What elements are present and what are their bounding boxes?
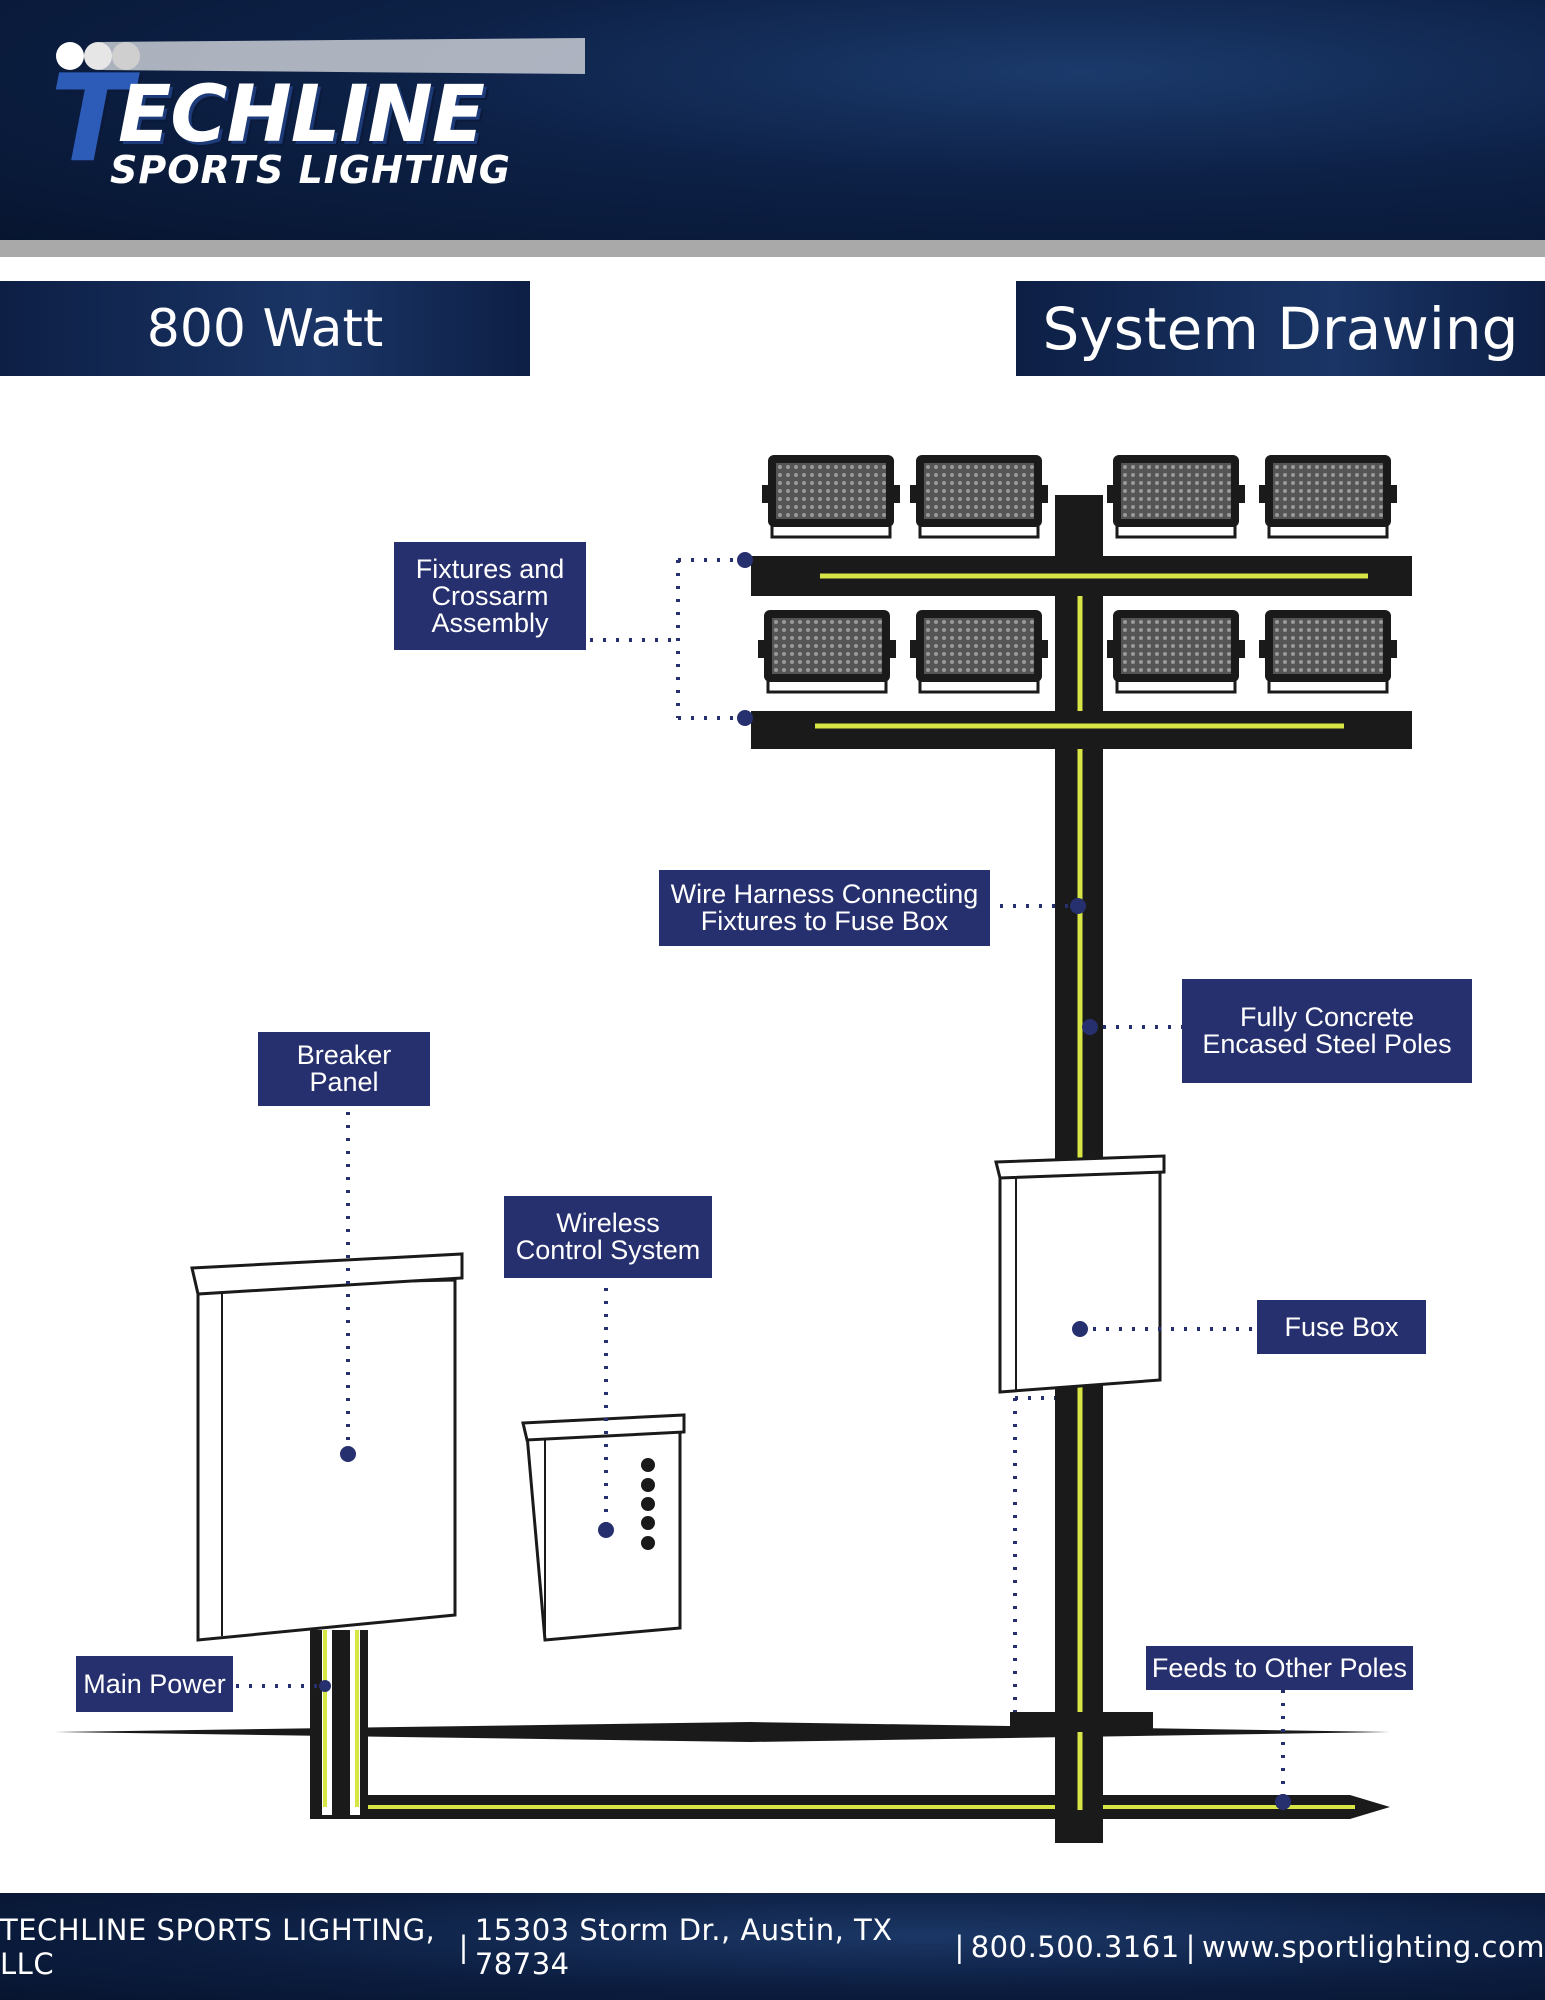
fixture-7	[1105, 608, 1247, 694]
ground-line	[55, 1722, 1390, 1742]
fixture-5	[756, 608, 898, 694]
system-diagram	[55, 453, 1412, 1843]
techline-logo[interactable]: T ECHLINE SPORTS LIGHTING	[40, 30, 600, 205]
footer-phone[interactable]: 800.500.3161	[970, 1929, 1180, 1964]
footer-separator: |	[458, 1929, 469, 1964]
label-fixtures-crossarm: Fixtures and Crossarm Assembly	[394, 542, 586, 650]
fixture-8	[1257, 608, 1399, 694]
fuse-box	[998, 1166, 1162, 1394]
fixture-4	[1257, 453, 1399, 539]
fixture-1	[760, 453, 902, 539]
footer-website-link[interactable]: www.sportlighting.com	[1201, 1929, 1545, 1964]
breaker-panel-box	[196, 1278, 457, 1642]
crossarm-lower	[751, 711, 1412, 749]
logo-wordmark: ECHLINE	[118, 70, 485, 160]
leader-dots	[319, 552, 1291, 1810]
label-concrete-poles: Fully Concrete Encased Steel Poles	[1182, 979, 1472, 1083]
wattage-banner: 800 Watt	[0, 281, 530, 376]
system-drawing-banner: System Drawing	[1016, 281, 1545, 376]
logo-subtitle: SPORTS LIGHTING	[110, 148, 511, 192]
footer: TECHLINE SPORTS LIGHTING, LLC | 15303 St…	[0, 1893, 1545, 2000]
fixture-6	[908, 608, 1050, 694]
label-feeds-other-poles: Feeds to Other Poles	[1146, 1646, 1413, 1690]
header	[0, 0, 1545, 240]
pole-base-plate	[1010, 1712, 1153, 1732]
header-stripe	[0, 240, 1545, 257]
indicator-lights	[641, 1458, 655, 1550]
footer-separator: |	[954, 1929, 965, 1964]
label-wire-harness: Wire Harness Connecting Fixtures to Fuse…	[659, 870, 990, 946]
fixture-3	[1105, 453, 1247, 539]
footer-separator: |	[1185, 1929, 1196, 1964]
logo-letter-t: T	[50, 50, 132, 189]
label-wireless-control: Wireless Control System	[504, 1196, 712, 1278]
footer-address: 15303 Storm Dr., Austin, TX 78734	[474, 1912, 893, 1981]
logo-light-beam-icon	[56, 38, 585, 74]
label-main-power: Main Power	[76, 1656, 233, 1712]
fixture-2	[908, 453, 1050, 539]
footer-company: TECHLINE SPORTS LIGHTING, LLC	[0, 1912, 436, 1981]
leader-lines	[236, 558, 1285, 1800]
label-fuse-box: Fuse Box	[1257, 1300, 1426, 1354]
label-breaker-panel: Breaker Panel	[258, 1032, 430, 1106]
